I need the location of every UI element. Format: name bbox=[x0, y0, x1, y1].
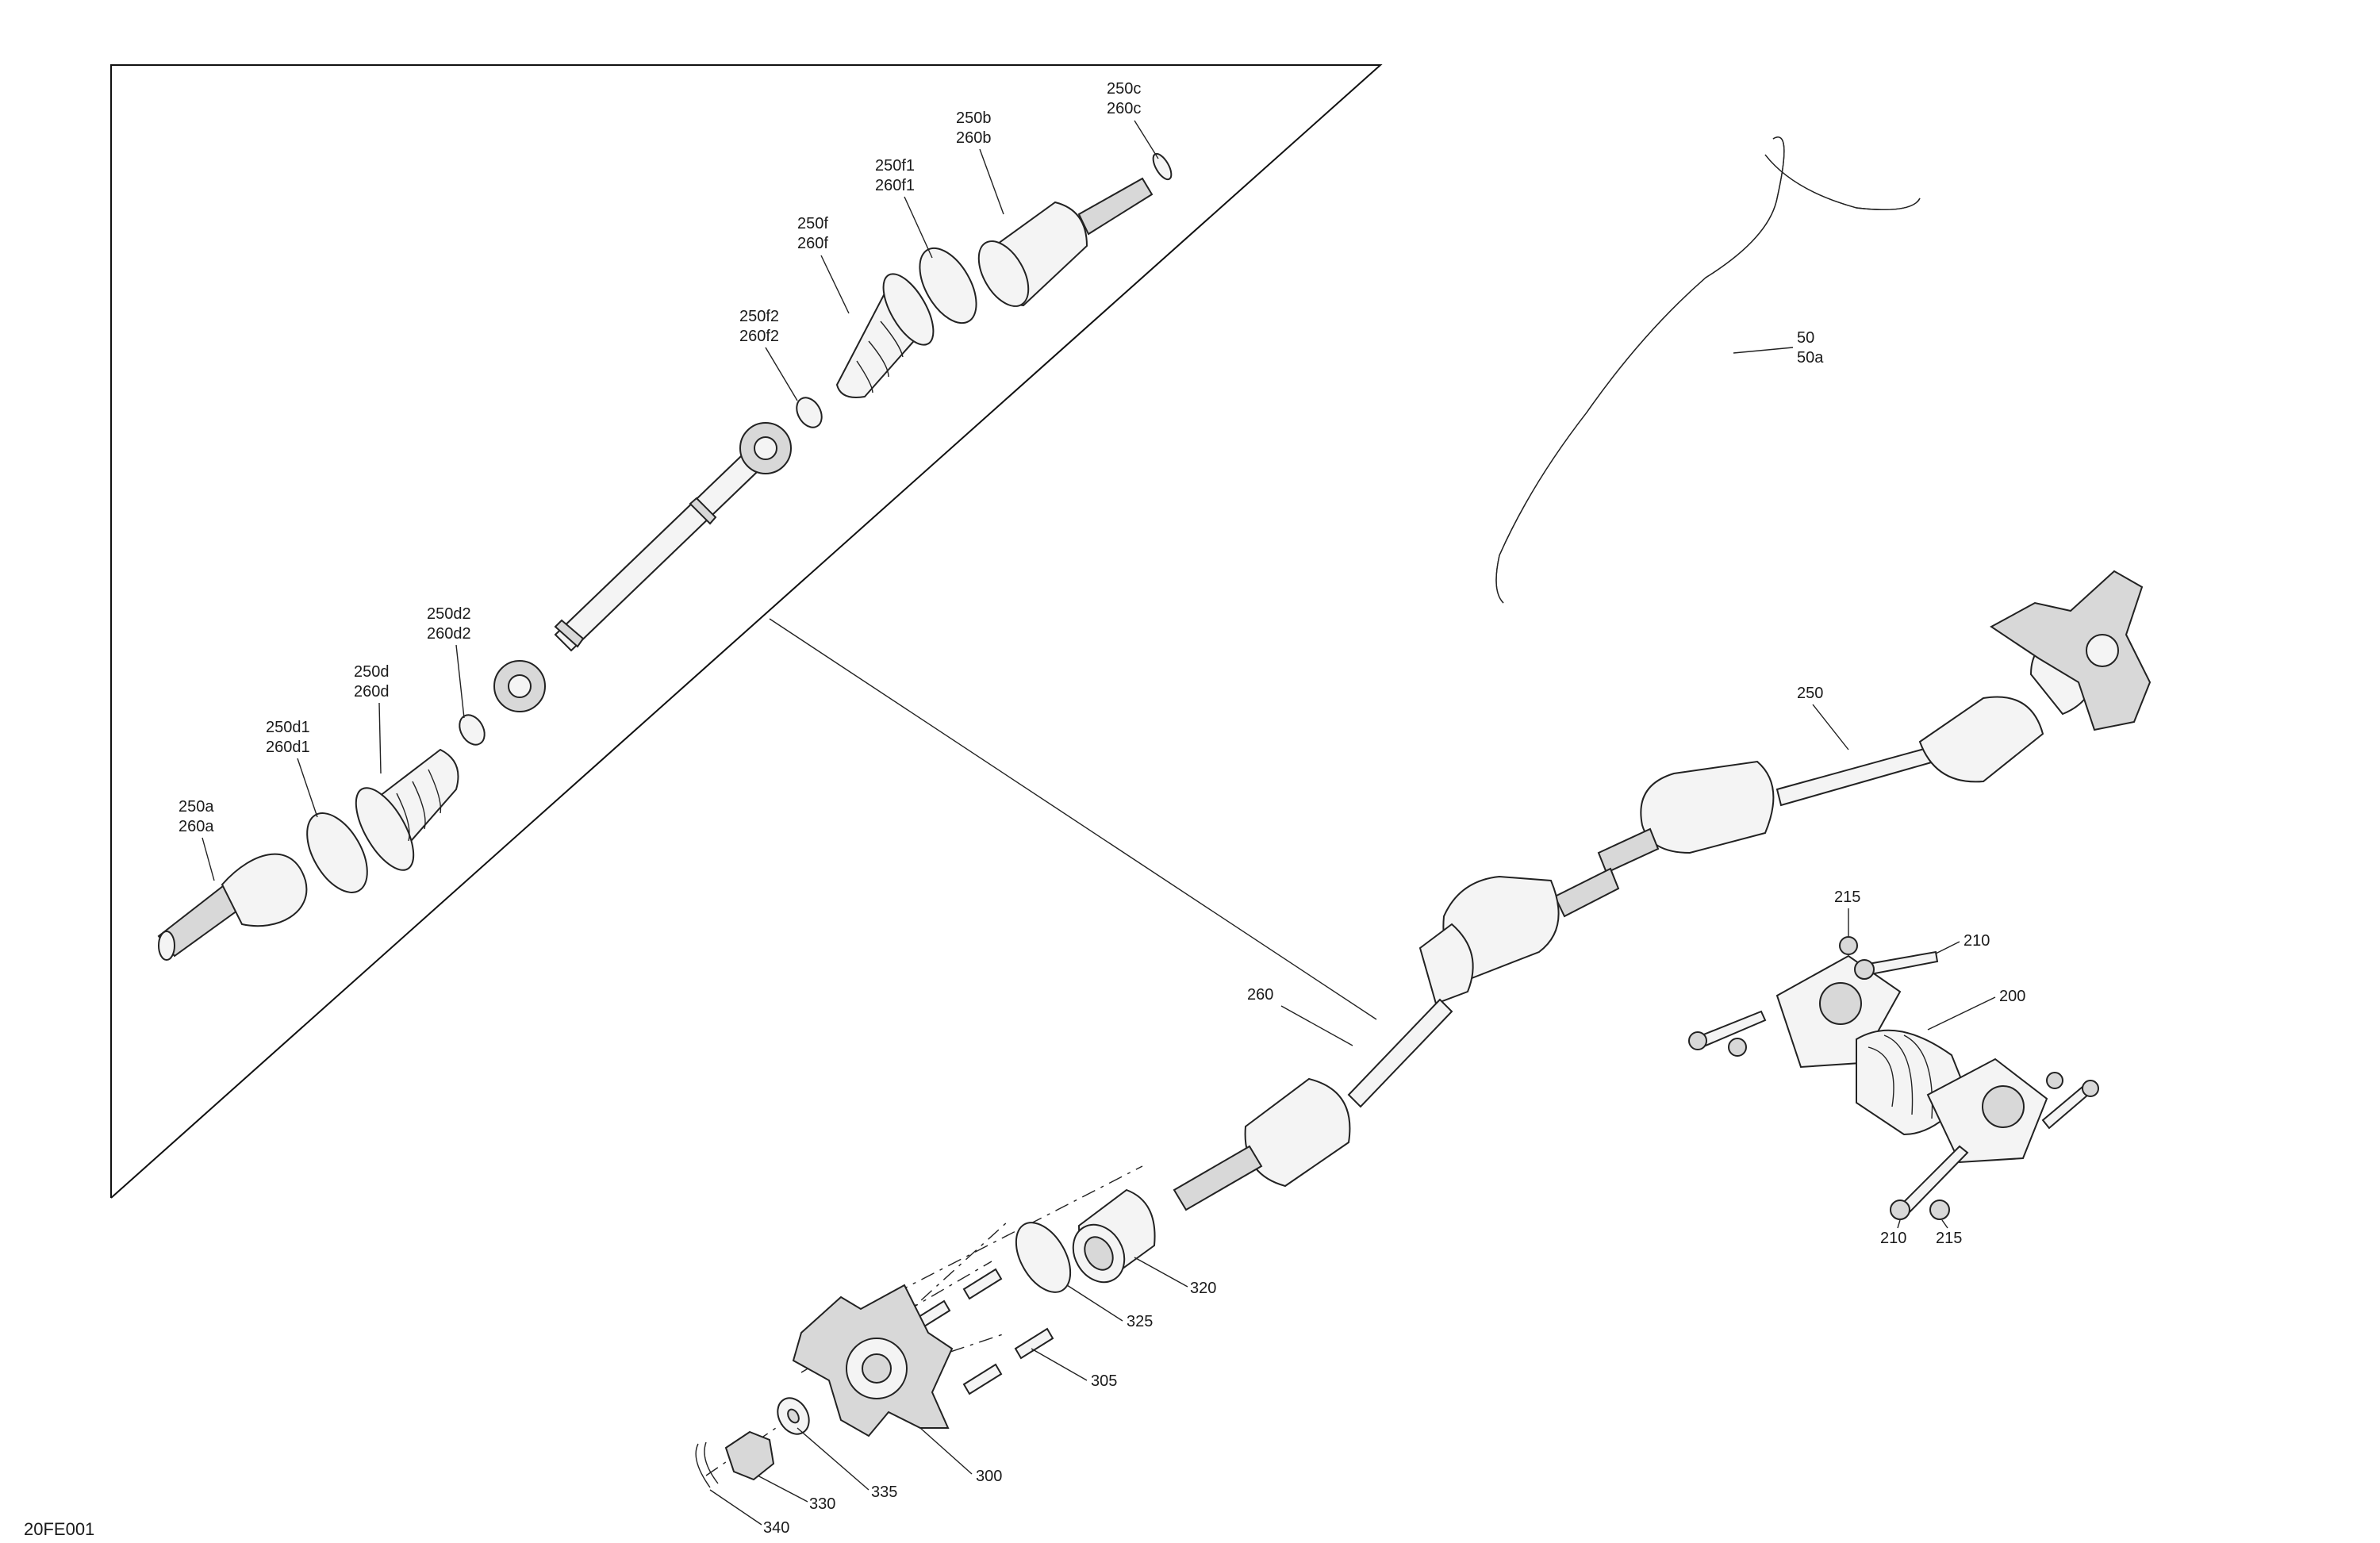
svg-text:250f: 250f bbox=[797, 215, 828, 232]
callout-250f1: 250f1 260f1 bbox=[875, 157, 933, 259]
svg-text:260f2: 260f2 bbox=[739, 328, 779, 345]
callout-250f2: 250f2 260f2 bbox=[739, 308, 798, 401]
snap-ring-325 bbox=[1015, 1222, 1072, 1293]
svg-text:330: 330 bbox=[809, 1495, 835, 1513]
nut-215-top bbox=[1839, 936, 1858, 955]
nut-215-bottom bbox=[1929, 1199, 1950, 1220]
callout-300: 300 bbox=[919, 1427, 1002, 1485]
nut-215-left bbox=[1728, 1038, 1747, 1057]
bolt-210-top bbox=[1854, 950, 1939, 980]
callout-215-top: 215 bbox=[1834, 889, 1860, 936]
svg-text:215: 215 bbox=[1834, 889, 1860, 906]
svg-text:305: 305 bbox=[1091, 1372, 1117, 1390]
bearing-320 bbox=[1072, 1188, 1156, 1284]
inner-boot bbox=[835, 273, 935, 398]
boot-clamp-outer-small bbox=[459, 714, 486, 746]
svg-text:340: 340 bbox=[763, 1519, 789, 1537]
svg-text:260f1: 260f1 bbox=[875, 177, 915, 194]
inner-cv-housing bbox=[977, 177, 1154, 307]
callout-210-bottom: 210 bbox=[1880, 1219, 1906, 1247]
svg-text:200: 200 bbox=[1999, 988, 2025, 1005]
callout-250d1: 250d1 260d1 bbox=[266, 719, 318, 818]
callout-215-bottom: 215 bbox=[1936, 1219, 1962, 1247]
inner-tripod bbox=[739, 422, 792, 474]
svg-text:260a: 260a bbox=[178, 818, 214, 835]
svg-text:260: 260 bbox=[1247, 986, 1273, 1004]
bolt-210-bottom bbox=[1890, 1145, 1969, 1220]
axle-shaft bbox=[554, 432, 782, 652]
callout-250f: 250f 260f bbox=[797, 215, 850, 314]
svg-text:50a: 50a bbox=[1797, 349, 1824, 367]
svg-text:260c: 260c bbox=[1107, 100, 1141, 117]
washer-335 bbox=[777, 1397, 810, 1435]
svg-text:260d2: 260d2 bbox=[427, 625, 471, 643]
svg-text:250c: 250c bbox=[1107, 80, 1141, 98]
callout-50: 50 50a bbox=[1733, 329, 1824, 367]
wheel-hub-300 bbox=[792, 1284, 954, 1437]
axle-260-assembly bbox=[1173, 867, 1620, 1211]
svg-text:260d1: 260d1 bbox=[266, 739, 310, 756]
vent-hose bbox=[1495, 136, 1921, 604]
axle-250-assembly bbox=[1597, 633, 2097, 874]
svg-text:325: 325 bbox=[1127, 1313, 1153, 1330]
boot-clamp-outer-large bbox=[306, 812, 368, 893]
svg-text:320: 320 bbox=[1190, 1280, 1216, 1297]
callout-320: 320 bbox=[1134, 1257, 1216, 1297]
retaining-ring bbox=[1152, 152, 1173, 181]
callout-260: 260 bbox=[1247, 986, 1353, 1046]
outer-cv-joint bbox=[157, 853, 308, 961]
callout-250c: 250c 260c bbox=[1107, 80, 1159, 159]
steering-ujoint-assembly bbox=[1775, 954, 2048, 1164]
callout-330: 330 bbox=[757, 1475, 835, 1513]
svg-text:300: 300 bbox=[976, 1468, 1002, 1485]
stud-305-bottom bbox=[962, 1327, 1054, 1395]
boot-clamp-inner-small bbox=[796, 397, 823, 428]
detail-inset-frame bbox=[110, 64, 1383, 1199]
svg-text:250f1: 250f1 bbox=[875, 157, 915, 175]
svg-text:335: 335 bbox=[871, 1484, 897, 1501]
callout-200: 200 bbox=[1927, 988, 2025, 1031]
svg-text:250: 250 bbox=[1797, 685, 1823, 702]
svg-text:210: 210 bbox=[1964, 932, 1990, 950]
diagram-code: 20FE001 bbox=[24, 1519, 94, 1539]
outer-bearing-cage bbox=[493, 660, 546, 712]
outer-boot bbox=[355, 748, 459, 871]
callout-250b: 250b 260b bbox=[956, 109, 1004, 215]
svg-text:260b: 260b bbox=[956, 129, 992, 147]
svg-text:250f2: 250f2 bbox=[739, 308, 779, 325]
bolt-210-left bbox=[1688, 1010, 1767, 1050]
cotter-pin-340 bbox=[695, 1441, 719, 1488]
svg-text:50: 50 bbox=[1797, 329, 1814, 347]
bolt-210-right bbox=[2041, 1080, 2099, 1130]
svg-text:250b: 250b bbox=[956, 109, 992, 127]
svg-text:260d: 260d bbox=[354, 683, 390, 700]
callout-250: 250 bbox=[1797, 685, 1849, 750]
svg-text:250d: 250d bbox=[354, 663, 390, 681]
castle-nut-330 bbox=[724, 1430, 775, 1481]
svg-text:210: 210 bbox=[1880, 1230, 1906, 1247]
callout-250d: 250d 260d bbox=[354, 663, 390, 774]
callout-250d2: 250d2 260d2 bbox=[427, 605, 471, 719]
callout-210-top: 210 bbox=[1935, 932, 1990, 954]
svg-text:260f: 260f bbox=[797, 235, 828, 252]
callout-325: 325 bbox=[1066, 1284, 1153, 1330]
callout-250a: 250a 260a bbox=[178, 798, 215, 881]
callout-305: 305 bbox=[1031, 1348, 1117, 1390]
callout-340: 340 bbox=[709, 1489, 789, 1537]
svg-text:250a: 250a bbox=[178, 798, 214, 816]
exploded-axle bbox=[157, 152, 1173, 961]
svg-text:215: 215 bbox=[1936, 1230, 1962, 1247]
nut-215-right bbox=[2046, 1072, 2063, 1089]
callout-335: 335 bbox=[797, 1427, 897, 1501]
svg-text:250d1: 250d1 bbox=[266, 719, 310, 736]
svg-text:250d2: 250d2 bbox=[427, 605, 471, 623]
front-hub-knuckle bbox=[1990, 570, 2152, 731]
boot-clamp-inner-large bbox=[919, 247, 977, 324]
